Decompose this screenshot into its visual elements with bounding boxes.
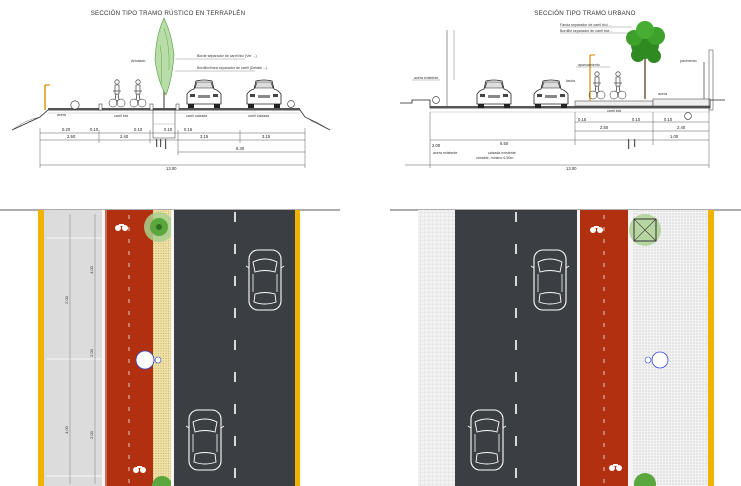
dim-label: 0.15 [184, 127, 193, 132]
light-pole-icon [589, 54, 705, 101]
section-rustico: SECCIÓN TIPO TRAMO RÚSTICO EN TERRAPLÉN [11, 10, 331, 171]
label-carril-bici: carril bici [114, 114, 128, 118]
dim-label: 2.50 [67, 134, 76, 139]
car-icon [476, 79, 512, 109]
tree-icon [629, 214, 661, 246]
label-acera-existente: acera existente [433, 151, 457, 155]
drain-icon [287, 100, 295, 108]
callout-bordillo: Bordillo/línea separador de carril (Deta… [197, 66, 267, 70]
curb [175, 103, 180, 111]
cyclist-icon [133, 79, 143, 105]
label-calzada-existente: calzada existente [488, 151, 516, 155]
dim-label: 13.00 [566, 166, 577, 171]
plan-dim-label: 4.00 [64, 425, 69, 434]
dim-label: 0.10 [134, 127, 143, 132]
tree-icon [144, 212, 174, 242]
dim-label: 0.10 [164, 127, 173, 132]
bicycle-icon [609, 464, 622, 471]
dim-label: 3.15 [262, 134, 271, 139]
dim-label: 2.40 [120, 134, 129, 139]
tree-icon [626, 21, 665, 99]
callout-pavimento: pavimento [680, 59, 697, 63]
label-acera: acera [57, 113, 66, 117]
callout-arbolado: Arbolado [131, 59, 145, 63]
car-icon [533, 79, 569, 109]
drain-icon [70, 100, 80, 110]
label-carril-calzada: carril calzada [248, 114, 269, 118]
plan-urbano [390, 209, 741, 486]
plan-dim-label: 2.00 [89, 348, 94, 357]
car-icon [185, 409, 225, 471]
car-icon [467, 409, 507, 471]
cyclist-icon [592, 71, 602, 97]
car-icon [245, 249, 285, 311]
bicycle-icon [590, 226, 603, 233]
plan-sidewalk [44, 210, 104, 486]
dim-label: 13.00 [166, 166, 177, 171]
plan-edge-curb [708, 210, 714, 486]
plan-gravel-strip [153, 210, 171, 486]
tree-icon [634, 473, 656, 486]
callout-bordillo: Bordillo separador de carril bici ... [560, 29, 613, 33]
label-calzada-variable: variable, mínimo 6.50m [476, 156, 513, 160]
callout-farola-2: farola [566, 79, 575, 83]
dim-label: 3.15 [200, 134, 209, 139]
label-carril-calzada: carril calzada [186, 114, 207, 118]
raised-sidewalk [574, 100, 654, 107]
dim-label: 0.10 [90, 127, 99, 132]
car-icon [530, 249, 570, 311]
plan-sidewalk-new [633, 210, 708, 486]
callout-acera-existente: acera existente [414, 76, 438, 80]
raised-sidewalk [652, 98, 711, 107]
building-wall [708, 49, 714, 111]
plan-dim-label: 4.00 [89, 265, 94, 274]
dim-label: 6.30 [236, 146, 245, 151]
label-carril-bici: carril bici [607, 109, 621, 113]
callout-farola: Farola separador de carril bici ... [560, 23, 612, 27]
car-icon [246, 79, 282, 109]
dim-label: 2.50 [600, 125, 609, 130]
curb [149, 103, 154, 111]
dim-label: 0.20 [62, 127, 71, 132]
plan-dim-label: 2.00 [64, 295, 69, 304]
dim-label: 6.50 [500, 141, 509, 146]
bicycle-icon [133, 466, 146, 473]
dim-label: 1.00 [670, 134, 679, 139]
plan-dim-label: 2.00 [89, 430, 94, 439]
plan-edge-curb [38, 210, 44, 486]
light-pole-icon [135, 350, 162, 370]
tree-icon [152, 476, 172, 486]
drain-icon [432, 96, 440, 104]
car-icon [186, 79, 222, 109]
dim-label: 2.40 [677, 125, 686, 130]
light-pole-icon [44, 84, 50, 110]
cyclist-icon [112, 79, 122, 105]
dim-label: 0.10 [632, 117, 641, 122]
plan-edge-curb [295, 210, 300, 486]
callout-aparcamiento: aparcamiento [578, 63, 600, 67]
dim-label: 0.10 [664, 117, 673, 122]
section-rustico-title: SECCIÓN TIPO TRAMO RÚSTICO EN TERRAPLÉN [91, 10, 246, 17]
dim-label: 2.00 [432, 143, 441, 148]
dim-label: 0.15 [578, 117, 587, 122]
bicycle-icon [115, 224, 128, 231]
tree-icon [154, 17, 175, 108]
label-acera: acera [658, 92, 667, 96]
curb [98, 103, 103, 111]
callout-borde: Borde separador de carril bici (Ver ...) [197, 54, 257, 58]
plan-rustico: 2.00 4.00 2.00 4.00 2.00 [0, 209, 340, 486]
pavement-layer [48, 108, 300, 111]
cyclist-icon [613, 71, 623, 97]
pavement-layer [430, 106, 710, 109]
section-urbano: SECCIÓN TIPO TRAMO URBANO [400, 10, 725, 171]
section-urbano-title: SECCIÓN TIPO TRAMO URBANO [534, 10, 635, 17]
drain-icon [684, 112, 692, 120]
light-pole-icon [644, 351, 669, 369]
plan-sidewalk-existing [418, 210, 455, 486]
